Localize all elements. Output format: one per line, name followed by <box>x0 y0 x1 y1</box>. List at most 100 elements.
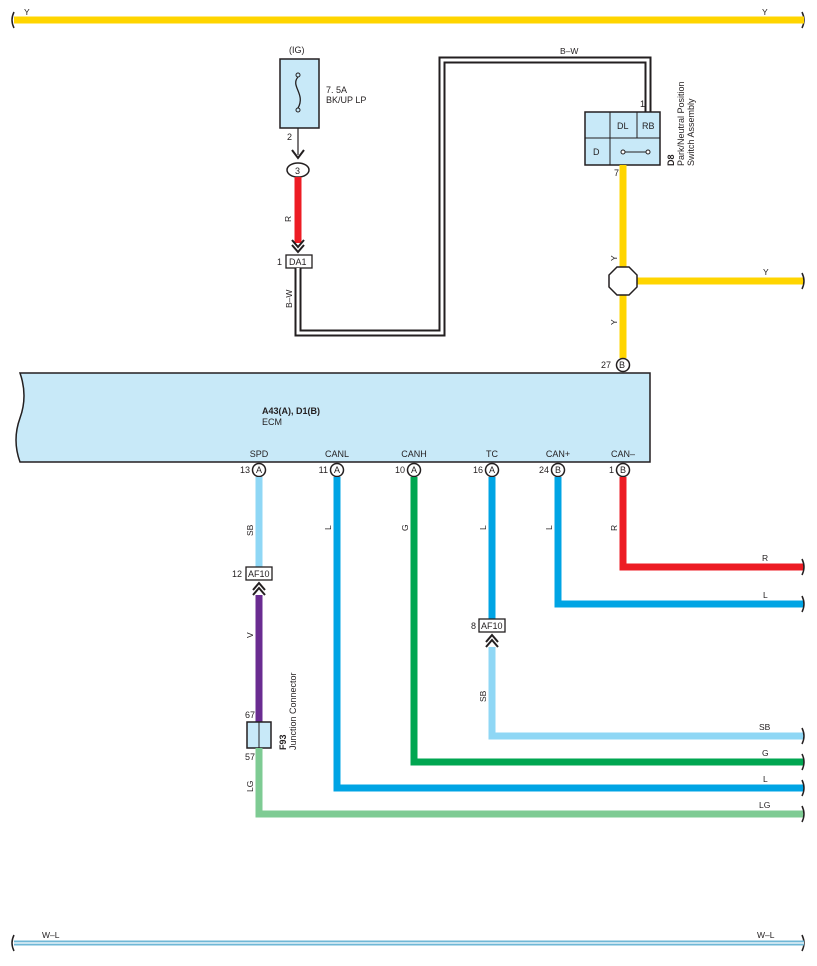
ecm-pin-spd: SPD A 13 <box>240 449 269 478</box>
ecm-pin-name: CANL <box>325 449 349 459</box>
ecm-pin-circle <box>484 462 500 478</box>
fuse-header: (IG) <box>289 45 305 55</box>
wire-spd: SB AF10 12 V <box>232 477 273 722</box>
switch-cell-dl: DL <box>617 121 629 131</box>
wire-label-l-canl: L <box>323 525 333 530</box>
wire-label-right-l2: L <box>763 774 768 784</box>
wire-label-top-y-right: Y <box>762 7 768 17</box>
ecm-pin-circle <box>329 462 345 478</box>
wire-top-y: Y Y <box>11 7 805 29</box>
wire-lg: LG LG <box>245 748 805 823</box>
ecm-pin-conn: A <box>256 465 262 475</box>
f93-name: Junction Connector <box>288 672 298 750</box>
ecm-pin-circle <box>406 462 422 478</box>
ecm-bottom-pins: SPD A 13 CANL A 11 CANH A 10 TC A 16 CAN+ B 24 CAN–B1 <box>240 449 635 478</box>
fuse-bk-up-lp: (IG) 7. 5A BK/UP LP 2 <box>279 45 366 160</box>
switch-pin-bottom: 7 <box>614 168 619 178</box>
ecm-pin-name: CAN+ <box>546 449 570 459</box>
wire-label-right-g: G <box>762 748 769 758</box>
ecm-pin-circle <box>550 462 566 478</box>
wire-can-minus: R R <box>609 477 805 576</box>
switch-name-line2: Switch Assembly <box>686 98 696 166</box>
ecm-pin-name: TC <box>486 449 498 459</box>
wire-label-g-canh: G <box>400 524 410 531</box>
wire-label-bottom-wl-right: W–L <box>757 930 775 940</box>
switch-cell-d: D <box>593 147 600 157</box>
ecm-pin-circle <box>615 462 631 478</box>
ecm-pin-d-num: 27 <box>601 360 611 370</box>
ecm-pin-canh: CANH A 10 <box>395 449 427 478</box>
wire-can-plus: L L <box>544 477 805 613</box>
wire-label-sb-tc: SB <box>478 690 488 702</box>
af10-lower-label: AF10 <box>481 621 503 631</box>
ecm-pin-canminus: CAN–B1 <box>609 449 635 478</box>
switch-code: D8 <box>666 154 676 166</box>
fuse-pin: 2 <box>287 132 292 142</box>
junction-3: 3 <box>286 162 310 178</box>
ecm-pin-d-conn: B <box>619 360 625 370</box>
junction-3-label: 3 <box>295 166 300 176</box>
f93-pin-bottom: 57 <box>245 752 255 762</box>
connector-da1: DA1 1 <box>277 254 313 269</box>
ecm-pin-num: 1 <box>609 465 614 475</box>
park-neutral-switch: DL RB D 1 7 D8 Park/Neutral Position Swi… <box>584 81 696 178</box>
af10-lower-pin: 8 <box>471 621 476 631</box>
wire-label-right-r: R <box>762 553 768 563</box>
af10-upper-pin: 12 <box>232 569 242 579</box>
ecm-pin-name: CANH <box>401 449 427 459</box>
wire-r-fuse: R <box>283 177 305 254</box>
wire-label-right-lg: LG <box>759 800 770 810</box>
wire-label-right-sb: SB <box>759 722 771 732</box>
ecm-pin-conn: B <box>555 465 561 475</box>
ecm-pin-conn: A <box>411 465 417 475</box>
wire-label-bottom-wl-left: W–L <box>42 930 60 940</box>
ecm-pin-num: 13 <box>240 465 250 475</box>
ecm-pin-num: 24 <box>539 465 549 475</box>
ecm-pin-num: 16 <box>473 465 483 475</box>
ecm-pin-name: SPD <box>250 449 269 459</box>
connector-da1-pin: 1 <box>277 257 282 267</box>
ecm-pin-circle <box>251 462 267 478</box>
fuse-name: BK/UP LP <box>326 95 366 105</box>
wire-label-top-y-left: Y <box>24 7 30 17</box>
wire-label-sb-spd: SB <box>245 524 255 536</box>
connector-da1-label: DA1 <box>289 257 307 267</box>
wire-canh: G G <box>400 477 805 771</box>
ecm-pin-canplus: CAN+ B 24 <box>539 449 570 478</box>
wire-label-bw-left: B–W <box>284 290 294 308</box>
wire-label-l-canplus: L <box>544 525 554 530</box>
af10-upper-label: AF10 <box>248 569 270 579</box>
ecm-name: ECM <box>262 417 282 427</box>
wire-y-switch: Y Y Y <box>608 165 805 358</box>
wire-label-bw-top: B–W <box>560 46 578 56</box>
fuse-rating: 7. 5A <box>326 85 347 95</box>
wire-label-r-fuse: R <box>283 216 293 222</box>
ecm-pin-num: 10 <box>395 465 405 475</box>
ecm-pin-num: 11 <box>319 465 328 475</box>
ecm-box: A43(A), D1(B) ECM <box>15 372 651 463</box>
wire-label-y-lower: Y <box>609 319 619 325</box>
wire-label-right-l1: L <box>763 590 768 600</box>
wire-label-l-tc: L <box>478 525 488 530</box>
junction-f93: 67 57 F93 Junction Connector <box>245 672 298 762</box>
wire-b-w: B–W B–W <box>284 46 652 337</box>
wire-label-lg-spd: LG <box>245 781 255 792</box>
ecm-pin-canl: CANL A 11 <box>319 449 349 478</box>
wire-bottom-wl: W–L W–L <box>11 930 805 952</box>
f93-pin-top: 67 <box>245 710 255 720</box>
ecm-pin-conn: B <box>620 465 626 475</box>
wire-label-r-canminus: R <box>609 525 619 531</box>
f93-code: F93 <box>278 734 288 750</box>
wire-label-y-branch: Y <box>763 267 769 277</box>
wire-tc: L AF10 8 SB SB <box>471 477 805 745</box>
ecm-pin-tc: TC A 16 <box>473 449 500 478</box>
switch-name-line1: Park/Neutral Position <box>676 81 686 166</box>
wire-label-y-upper: Y <box>609 255 619 261</box>
ecm-code: A43(A), D1(B) <box>262 406 320 416</box>
wire-label-v-spd: V <box>245 632 255 638</box>
ecm-pin-conn: A <box>489 465 495 475</box>
switch-pin-top: 1 <box>640 99 645 109</box>
switch-cell-rb: RB <box>642 121 655 131</box>
ecm-pin-conn: A <box>334 465 340 475</box>
